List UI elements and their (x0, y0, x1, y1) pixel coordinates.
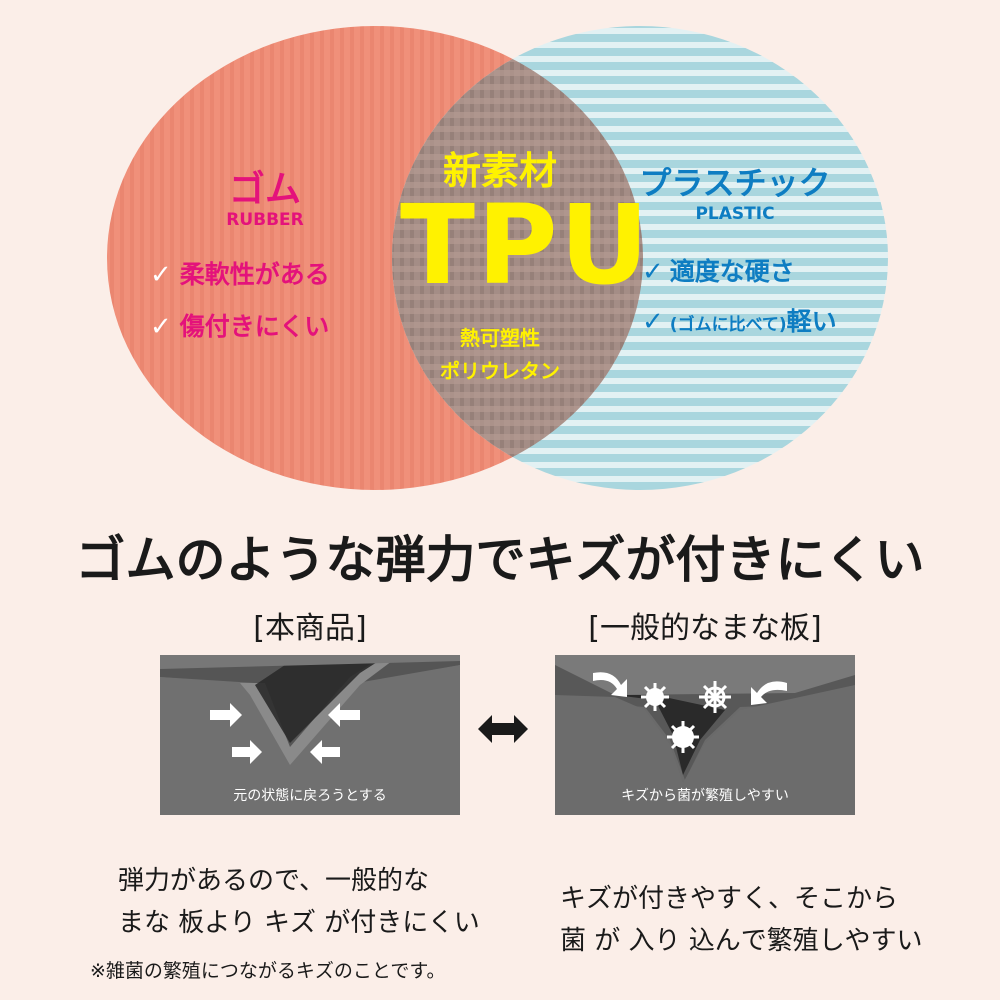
germ-icon (641, 681, 731, 753)
arrow-icon (593, 672, 787, 705)
product-label: [本商品] (253, 611, 367, 646)
check-icon: ✓ (150, 260, 172, 290)
generic-board-description: キズが付きやすく、そこから 菌 が 入り 込んで繁殖しやすい (560, 884, 923, 956)
tpu-title: TPU (400, 181, 651, 309)
product-description: 弾力があるので、一般的な まな 板より キズ が付きにくい (118, 866, 480, 938)
rubber-feature-1: ✓柔軟性がある (150, 260, 330, 290)
generic-board-illustration: キズから菌が繁殖しやすい (555, 655, 855, 815)
check-icon: ✓ (150, 312, 172, 342)
generic-board-label: [一般的なまな板] (588, 611, 822, 646)
check-icon: ✓ (642, 307, 664, 337)
generic-board-caption: キズから菌が繁殖しやすい (621, 788, 789, 804)
arrow-icon (210, 703, 360, 764)
rubber-feature-2: ✓傷付きにくい (150, 312, 330, 342)
check-icon: ✓ (642, 257, 664, 287)
tpu-label: 新素材 (442, 149, 557, 193)
venn-diagram (107, 26, 888, 490)
rubber-subtitle: RUBBER (226, 210, 304, 230)
plastic-feature-1: ✓適度な硬さ (642, 257, 795, 287)
plastic-title: プラスチック (639, 164, 831, 202)
tpu-sub-1: 熱可塑性 (460, 326, 540, 350)
footnote: ※雑菌の繁殖につながるキズのことです。 (90, 960, 446, 982)
tpu-sub-2: ポリウレタン (440, 359, 560, 383)
tpu-overlap (392, 26, 643, 490)
plastic-feature-2: ✓(ゴムに比べて)軽い (642, 307, 837, 337)
rubber-title: ゴム (228, 169, 301, 210)
headline: ゴムのような弾力でキズが付きにくい (75, 531, 925, 589)
product-illustration: 元の状態に戻ろうとする (160, 655, 460, 815)
product-caption: 元の状態に戻ろうとする (233, 788, 387, 804)
double-arrow-icon (478, 715, 528, 743)
plastic-subtitle: PLASTIC (695, 204, 775, 224)
